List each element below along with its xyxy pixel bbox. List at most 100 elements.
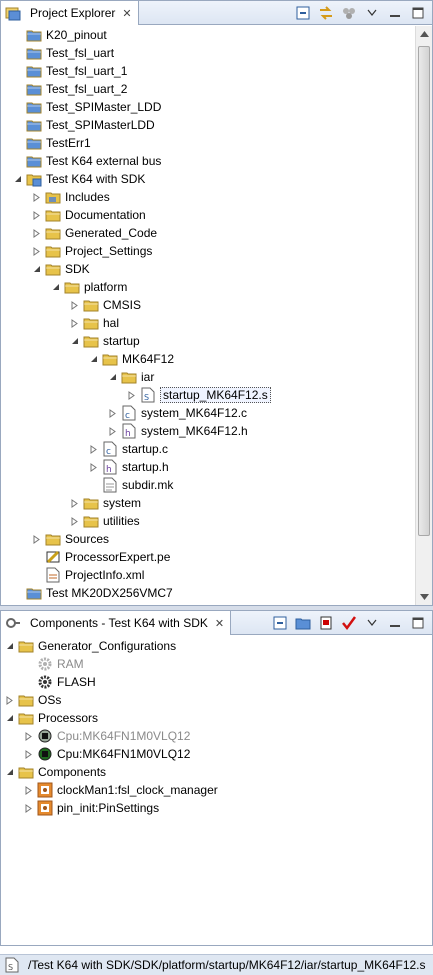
tree-item[interactable]: SDK [32,260,90,278]
expanded-arrow-icon[interactable] [5,709,15,727]
tree-item[interactable]: Test K64 external bus [13,152,161,170]
tree-item[interactable]: Test_SPIMasterLDD [13,116,155,134]
components-tab[interactable]: Components - Test K64 with SDK ✕ [1,611,232,635]
collapsed-arrow-icon[interactable] [108,404,118,422]
close-icon[interactable]: ✕ [214,617,225,630]
scroll-up-arrow-icon[interactable] [416,26,432,42]
view-splitter[interactable] [0,606,433,610]
collapse-all-icon[interactable] [294,4,311,21]
tree-item[interactable]: Generated_Code [32,224,157,242]
collapsed-arrow-icon[interactable] [89,440,99,458]
asm-file-icon: S [4,957,20,973]
tree-item[interactable]: Cpu:MK64FN1M0VLQ12 [24,745,190,763]
collapsed-arrow-icon[interactable] [32,530,42,548]
project-explorer-tab[interactable]: Project Explorer ✕ [1,1,139,25]
tree-item-label: startup [103,334,140,348]
tree-item[interactable]: hal [70,314,119,332]
tree-item[interactable]: ProcessorExpert.pe [32,548,170,566]
tree-item[interactable]: Project_Settings [32,242,152,260]
tree-item[interactable]: clockMan1:fsl_clock_manager [24,781,218,799]
tree-item[interactable]: Test MK20DX256VMC7 [13,584,173,602]
generate-code-icon[interactable] [317,614,334,631]
tree-item[interactable]: Documentation [32,206,146,224]
maximize-icon[interactable] [409,614,426,631]
collapsed-arrow-icon[interactable] [32,242,42,260]
folder-icon [18,638,34,654]
collapsed-arrow-icon[interactable] [5,691,15,709]
close-icon[interactable]: ✕ [122,7,132,20]
expanded-arrow-icon[interactable] [13,170,23,188]
tree-item[interactable]: Test_fsl_uart [13,44,114,62]
tree-item[interactable]: CMSIS [70,296,141,314]
expanded-arrow-icon[interactable] [5,637,15,655]
collapsed-arrow-icon[interactable] [108,422,118,440]
collapsed-arrow-icon[interactable] [32,206,42,224]
tree-item[interactable]: Test_fsl_uart_1 [13,62,127,80]
tree-item[interactable]: Includes [32,188,110,206]
tree-item[interactable]: Sources [32,530,109,548]
scroll-down-arrow-icon[interactable] [416,589,432,605]
folder-icon [83,297,99,313]
collapsed-arrow-icon[interactable] [70,314,80,332]
expanded-arrow-icon[interactable] [108,368,118,386]
link-with-editor-icon[interactable] [317,4,334,21]
tree-item[interactable]: iar [108,368,154,386]
scrollbar-thumb[interactable] [418,46,430,536]
minimize-icon[interactable] [386,614,403,631]
tree-item[interactable]: Generator_Configurations [5,637,176,655]
collapsed-arrow-icon[interactable] [70,494,80,512]
collapsed-arrow-icon[interactable] [24,781,34,799]
expanded-arrow-icon[interactable] [51,278,61,296]
tree-item[interactable]: Test_SPIMaster_LDD [13,98,161,116]
components-view: Components - Test K64 with SDK ✕ [0,610,433,946]
expanded-arrow-icon[interactable] [32,260,42,278]
tree-item[interactable]: Components [5,763,106,781]
collapsed-arrow-icon[interactable] [70,296,80,314]
tree-item[interactable]: TestErr1 [13,134,91,152]
project-explorer-scrollbar[interactable] [415,26,432,605]
tree-item[interactable]: ProjectInfo.xml [32,566,144,584]
tree-item[interactable]: K20_pinout [13,26,107,44]
tree-item[interactable]: MK64F12 [89,350,174,368]
checkmark-icon[interactable] [340,614,357,631]
view-menu-chevron-down-icon[interactable] [363,4,380,21]
tree-item[interactable]: subdir.mk [89,476,173,494]
tree-item[interactable]: utilities [70,512,140,530]
collapsed-arrow-icon[interactable] [32,224,42,242]
view-menu-chevron-down-icon[interactable] [363,614,380,631]
tree-item[interactable]: pin_init:PinSettings [24,799,159,817]
tree-item[interactable]: FLASH [24,673,96,691]
expanded-arrow-icon[interactable] [89,350,99,368]
folder-view-icon[interactable] [294,614,311,631]
tree-item[interactable]: Cpu:MK64FN1M0VLQ12 [24,727,190,745]
collapsed-arrow-icon[interactable] [127,386,137,404]
view-menu-filter-icon[interactable] [340,4,357,21]
tree-item[interactable]: startup [70,332,140,350]
tree-item[interactable]: RAM [24,655,84,673]
tree-item[interactable]: Test K64 with SDK [13,170,145,188]
collapsed-arrow-icon[interactable] [24,745,34,763]
tree-item[interactable]: OSs [5,691,61,709]
maximize-icon[interactable] [409,4,426,21]
tree-item[interactable]: platform [51,278,127,296]
collapsed-arrow-icon[interactable] [70,512,80,530]
collapsed-arrow-icon[interactable] [24,727,34,745]
tree-item-label: Includes [65,190,110,204]
collapse-all-icon[interactable] [271,614,288,631]
minimize-icon[interactable] [386,4,403,21]
folder-icon [45,225,61,241]
expanded-arrow-icon[interactable] [70,332,80,350]
expanded-arrow-icon[interactable] [5,763,15,781]
collapsed-arrow-icon[interactable] [32,188,42,206]
collapsed-arrow-icon[interactable] [24,799,34,817]
component-icon [37,782,53,798]
tree-item[interactable]: Test_fsl_uart_2 [13,80,127,98]
tree-item[interactable]: system [70,494,141,512]
collapsed-arrow-icon[interactable] [89,458,99,476]
tree-item[interactable]: Processors [5,709,98,727]
